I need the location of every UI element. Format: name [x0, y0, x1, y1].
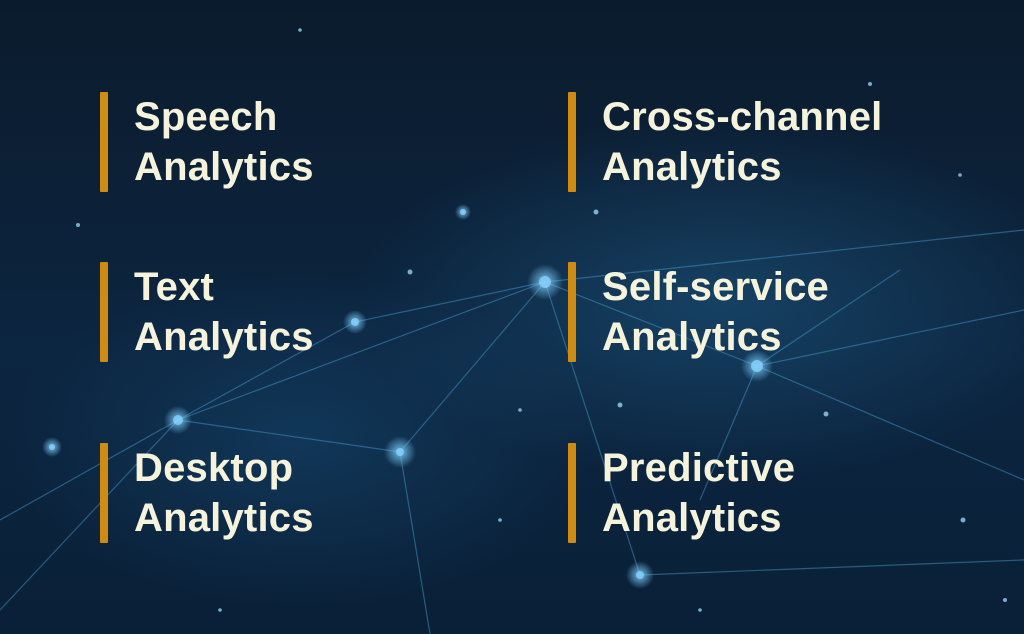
accent-bar: [100, 443, 108, 543]
item-label: Desktop Analytics: [134, 443, 314, 543]
item-label: Self-service Analytics: [602, 262, 829, 362]
label-line-2: Analytics: [134, 315, 314, 359]
accent-bar: [568, 262, 576, 362]
label-line-1: Self-service: [602, 265, 829, 309]
label-line-1: Speech: [134, 95, 278, 139]
label-line-2: Analytics: [134, 496, 314, 540]
accent-bar: [568, 92, 576, 192]
label-line-1: Cross-channel: [602, 95, 883, 139]
label-line-1: Text: [134, 265, 215, 309]
text-analytics-item: Text Analytics: [100, 262, 314, 362]
speech-analytics-item: Speech Analytics: [100, 92, 314, 192]
accent-bar: [100, 262, 108, 362]
accent-bar: [100, 92, 108, 192]
desktop-analytics-item: Desktop Analytics: [100, 443, 314, 543]
label-line-1: Desktop: [134, 446, 294, 490]
accent-bar: [568, 443, 576, 543]
item-label: Speech Analytics: [134, 92, 314, 192]
predictive-analytics-item: Predictive Analytics: [568, 443, 795, 543]
label-line-2: Analytics: [134, 145, 314, 189]
item-label: Predictive Analytics: [602, 443, 795, 543]
label-line-2: Analytics: [602, 496, 782, 540]
item-label: Text Analytics: [134, 262, 314, 362]
self-service-analytics-item: Self-service Analytics: [568, 262, 829, 362]
label-line-2: Analytics: [602, 315, 782, 359]
label-line-2: Analytics: [602, 145, 782, 189]
item-label: Cross-channel Analytics: [602, 92, 882, 192]
cross-channel-analytics-item: Cross-channel Analytics: [568, 92, 882, 192]
label-line-1: Predictive: [602, 446, 796, 490]
